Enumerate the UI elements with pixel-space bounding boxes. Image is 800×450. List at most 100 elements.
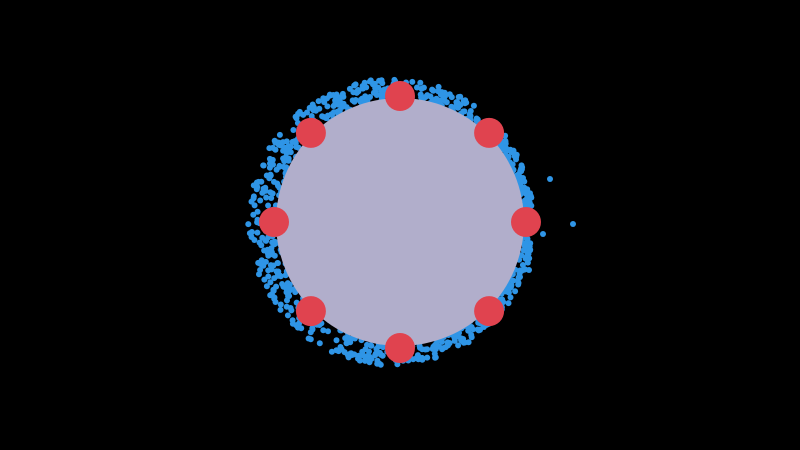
particle [268, 195, 275, 201]
particle [292, 113, 299, 120]
particle [527, 190, 533, 197]
node-top[interactable] [385, 81, 415, 111]
particle [417, 344, 423, 351]
particle [259, 234, 266, 241]
particle [277, 142, 284, 149]
particle [354, 87, 361, 94]
particle [277, 306, 284, 313]
particle [363, 84, 370, 91]
particle [424, 354, 431, 361]
particle [441, 97, 448, 104]
particle [245, 221, 252, 228]
particle [540, 231, 546, 237]
particle [262, 184, 269, 191]
particle [250, 211, 257, 218]
particle [276, 131, 283, 138]
particle [377, 92, 384, 99]
particle [304, 109, 310, 116]
particle [343, 340, 350, 347]
central-core-circle [276, 98, 524, 346]
particle [277, 301, 284, 308]
node-bottom-left[interactable] [295, 296, 326, 327]
particle [283, 164, 290, 171]
particle [380, 344, 387, 351]
particle [473, 117, 480, 124]
particle [409, 78, 416, 85]
particle [361, 79, 368, 86]
particle [263, 194, 270, 201]
particle [254, 229, 261, 236]
particle [515, 171, 522, 178]
particle [289, 320, 296, 327]
particle [521, 242, 528, 249]
particle [338, 346, 345, 353]
particle [271, 275, 278, 282]
particle [366, 353, 373, 360]
particle [457, 93, 464, 100]
particle [518, 267, 525, 274]
particle [455, 342, 462, 349]
particle [468, 331, 475, 338]
particle [444, 339, 451, 346]
particle [255, 259, 262, 266]
particle [440, 345, 447, 352]
particle [414, 84, 420, 91]
particle [271, 295, 278, 302]
particle [257, 267, 264, 273]
particle [262, 258, 269, 265]
particle [466, 111, 473, 118]
particle [248, 229, 255, 235]
particle [248, 198, 255, 205]
node-bottom[interactable] [385, 333, 415, 363]
particle [351, 351, 358, 358]
node-right[interactable] [511, 207, 541, 237]
particle [285, 283, 292, 290]
particle [503, 288, 510, 295]
particle [470, 102, 477, 109]
particle [265, 273, 272, 280]
particle [372, 89, 379, 96]
particle [391, 76, 398, 83]
particle [259, 189, 266, 196]
particle [325, 328, 331, 335]
particle [417, 79, 424, 86]
particle [328, 348, 335, 355]
node-top-left[interactable] [295, 117, 326, 148]
particle [265, 267, 272, 274]
particle [265, 252, 272, 259]
particle [474, 326, 481, 333]
particle [420, 84, 427, 91]
particle [284, 297, 290, 304]
node-ring [259, 81, 541, 363]
particle [465, 339, 472, 346]
particle [363, 96, 369, 103]
particle [327, 92, 334, 99]
node-bottom-right[interactable] [474, 296, 505, 327]
particle [316, 340, 323, 347]
particle [340, 93, 347, 100]
particle [272, 146, 279, 153]
particle [357, 96, 364, 103]
particle [526, 267, 532, 273]
particle [283, 289, 290, 296]
particle [512, 288, 519, 295]
particle [376, 360, 383, 367]
particle [276, 163, 283, 170]
particle [525, 251, 532, 257]
particle [270, 286, 277, 293]
particle [309, 101, 316, 108]
particle [277, 273, 284, 280]
particle [271, 178, 277, 185]
particle [436, 97, 442, 104]
particle [266, 155, 273, 162]
particle [366, 359, 373, 366]
particle [345, 354, 352, 361]
particle [283, 149, 290, 156]
particle [517, 178, 524, 185]
particle [307, 336, 314, 343]
node-top-right[interactable] [474, 117, 505, 148]
node-left[interactable] [259, 207, 289, 237]
particle [376, 77, 383, 84]
particle [263, 283, 270, 290]
